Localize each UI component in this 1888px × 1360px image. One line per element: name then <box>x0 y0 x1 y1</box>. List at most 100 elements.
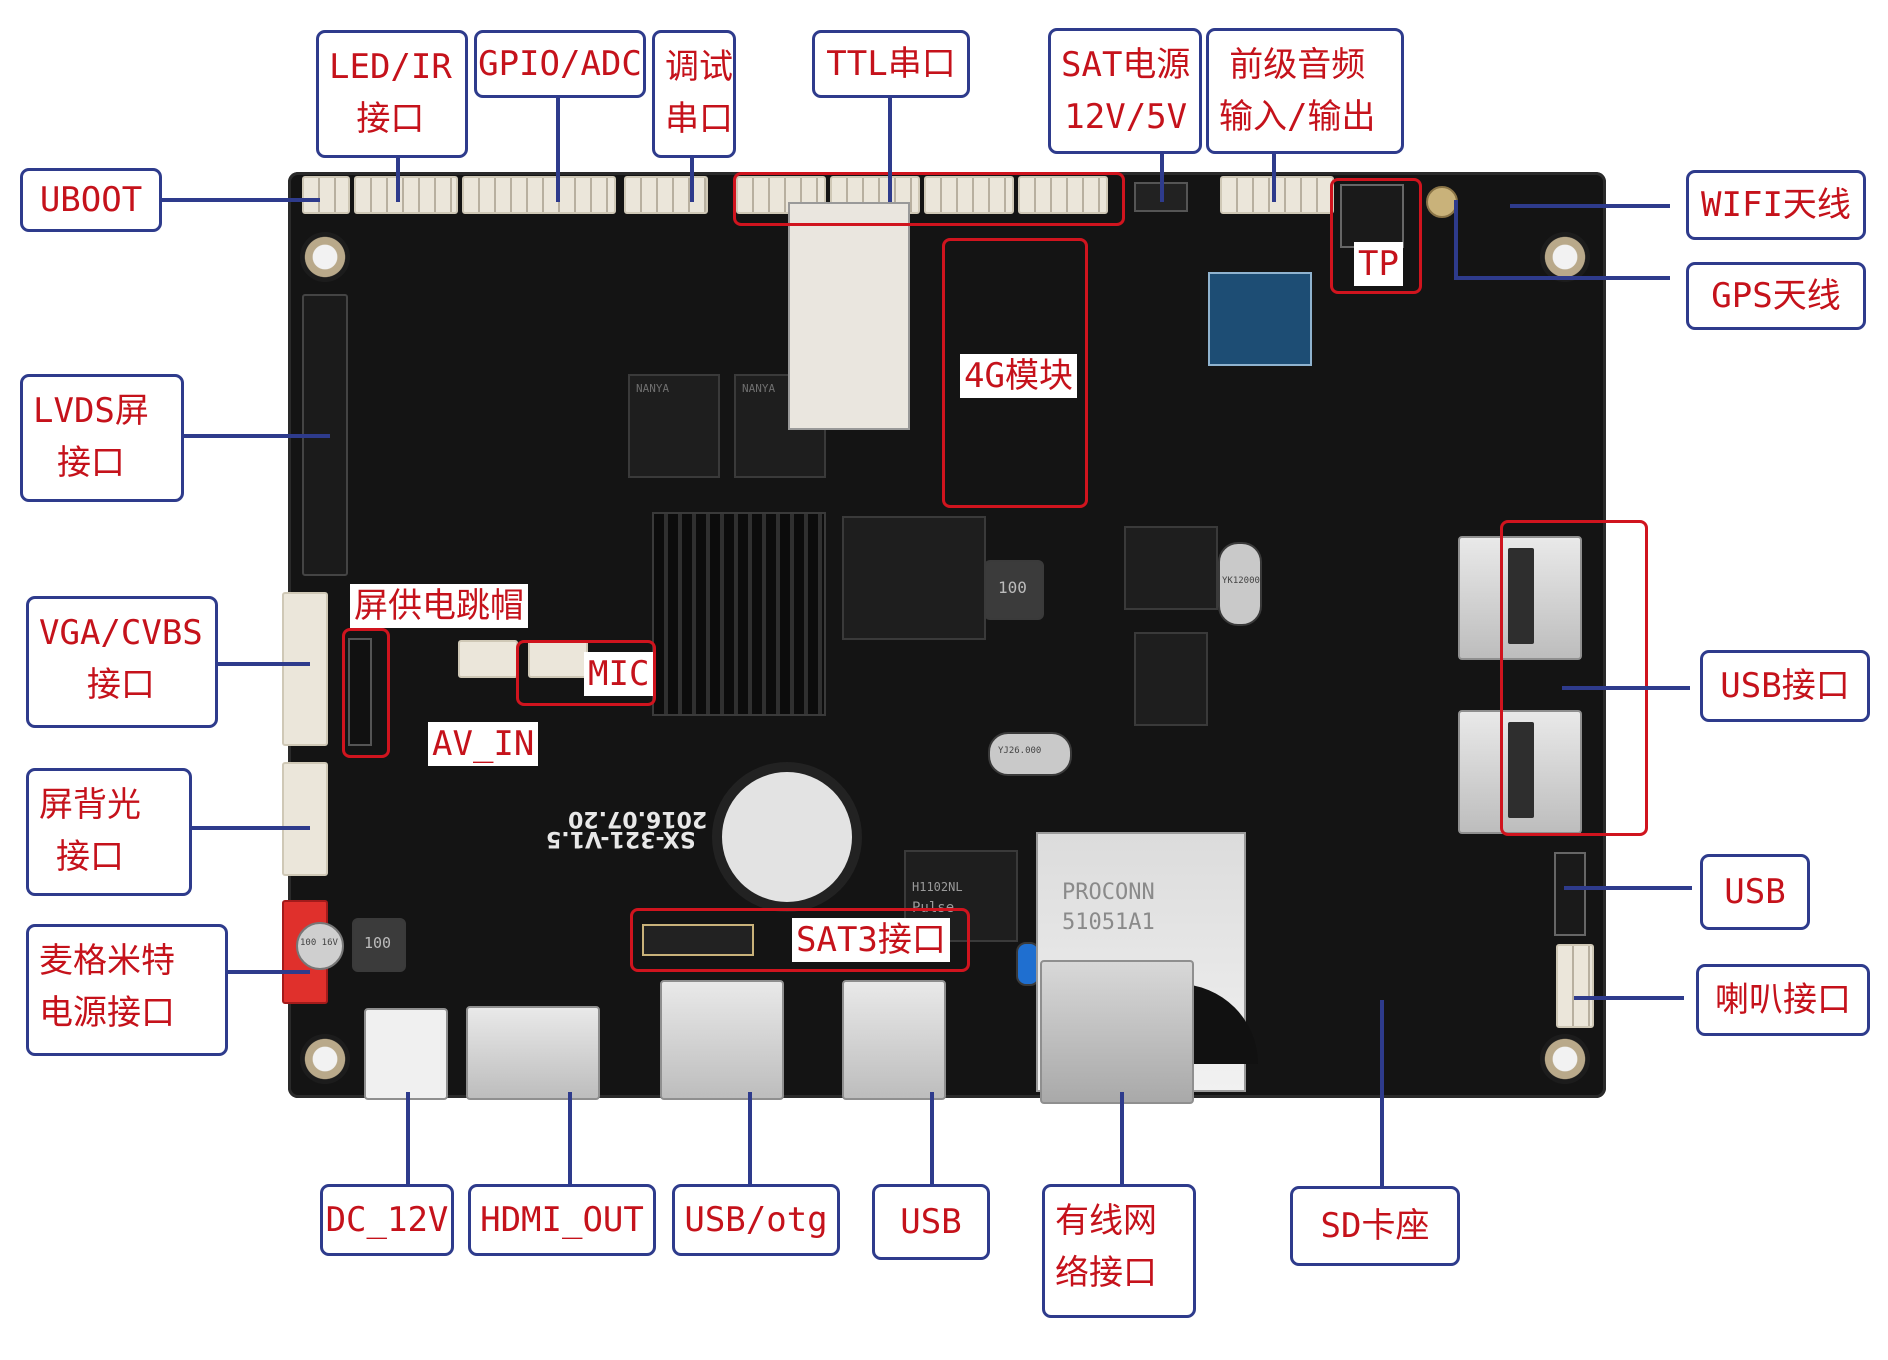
line-backlight <box>192 826 310 830</box>
line-gps-v <box>1454 200 1458 280</box>
vga-cvbs-header <box>282 592 328 746</box>
mounting-hole-bottom-right <box>1540 1034 1590 1084</box>
ram-chip-1: NANYA <box>628 374 720 478</box>
usb-port-right-top-slot <box>1508 548 1534 644</box>
4g-highlight <box>942 238 1088 508</box>
label-sd-slot: SD卡座 <box>1290 1186 1460 1266</box>
sat3-highlight <box>630 908 970 972</box>
line-vga <box>218 662 310 666</box>
label-sat-power: SAT电源 12V/5V <box>1048 28 1202 154</box>
line-sd <box>1380 1000 1384 1186</box>
hdmi-port[interactable] <box>466 1006 600 1100</box>
led-ir-header <box>354 176 458 214</box>
line-lvds <box>184 434 330 438</box>
uboot-header <box>302 176 350 214</box>
line-dc <box>406 1092 410 1184</box>
sat3-connector <box>642 924 754 956</box>
ethernet-phy-chip <box>1124 526 1218 610</box>
capacitor-label: 100 16V <box>300 938 338 948</box>
usb-hub-chip <box>1134 632 1208 726</box>
label-ethernet: 有线网 络接口 <box>1042 1184 1196 1318</box>
av-in-header <box>458 640 518 678</box>
inductor-top-label: 100 <box>998 578 1027 597</box>
label-wifi-antenna: WIFI天线 <box>1686 170 1866 240</box>
usb-right-highlight <box>1500 520 1648 836</box>
ram-chip-1-label: NANYA <box>636 382 670 395</box>
line-debug <box>690 158 694 202</box>
line-hdmi <box>568 1092 572 1184</box>
usb-port-right-top[interactable] <box>1458 536 1582 660</box>
pcb-date-text: 2016.07.20 <box>568 806 708 831</box>
label-led-ir: LED/IR 接口 <box>316 30 468 158</box>
crystal-2: YJ26.000 <box>988 732 1072 776</box>
crystal-1-label: YK12000 <box>1222 576 1260 586</box>
line-sat-power <box>1160 154 1164 202</box>
line-wifi <box>1510 204 1670 208</box>
label-ttl-serial: TTL串口 <box>812 30 970 98</box>
label-sat3: SAT3接口 <box>792 918 950 962</box>
mounting-hole-top-left <box>300 232 350 282</box>
sd-brand: PROCONN <box>1062 880 1155 905</box>
label-tp: TP <box>1354 242 1403 286</box>
usb-port-right-bottom[interactable] <box>1458 710 1582 834</box>
line-usb-right <box>1562 686 1690 690</box>
inductor-bottom: 100 <box>352 918 406 972</box>
label-usb-right: USB接口 <box>1700 650 1870 722</box>
line-usb-small <box>1564 886 1692 890</box>
dc-jack[interactable] <box>364 1008 448 1100</box>
audio-io-header <box>1220 176 1334 214</box>
label-gpio-adc: GPIO/ADC <box>474 30 646 98</box>
wifi-module <box>1208 272 1312 366</box>
line-usb-bottom <box>930 1092 934 1184</box>
line-ethernet <box>1120 1092 1124 1184</box>
debug-serial-header <box>624 176 708 214</box>
line-uboot <box>160 198 320 202</box>
line-gpio <box>556 98 560 202</box>
ttl-header-3 <box>924 176 1014 214</box>
line-mgmt <box>228 970 310 974</box>
jumper-highlight <box>342 628 390 758</box>
pcb-board: NANYA NANYA 100 100 100 16V YK12000 YJ26… <box>282 172 1606 1100</box>
mounting-hole-top-right <box>1540 232 1590 282</box>
4g-module-slot <box>788 202 910 430</box>
tp-highlight <box>1330 178 1422 294</box>
label-lvds: LVDS屏 接口 <box>20 374 184 502</box>
ttl-header-4 <box>1018 176 1108 214</box>
mic-highlight <box>516 640 656 706</box>
label-mgmt-power: 麦格米特 电源接口 <box>26 924 228 1056</box>
label-dc-12v: DC_12V <box>320 1184 454 1256</box>
ram-chip-2-label: NANYA <box>742 382 776 395</box>
tp-connector <box>1340 184 1404 248</box>
heatsink <box>652 512 826 716</box>
label-screen-jumper: 屏供电跳帽 <box>350 584 528 628</box>
lan-transformer-part: H1102NL <box>912 880 963 894</box>
label-av-in: AV_IN <box>428 722 539 766</box>
label-audio-io: 前级音频 输入/输出 <box>1206 28 1404 154</box>
label-usb-otg: USB/otg <box>672 1184 840 1256</box>
speaker-header <box>1556 944 1594 1028</box>
usb-4pin-header <box>1554 852 1586 936</box>
backlight-header <box>282 762 328 876</box>
emmc-chip <box>842 516 986 640</box>
label-backlight: 屏背光 接口 <box>26 768 192 896</box>
mounting-hole-bottom-left <box>300 1034 350 1084</box>
line-led-ir <box>396 158 400 202</box>
line-ttl <box>888 98 892 202</box>
label-vga-cvbs: VGA/CVBS 接口 <box>26 596 218 728</box>
label-4g-module: 4G模块 <box>960 354 1077 398</box>
label-gps-antenna: GPS天线 <box>1686 262 1866 330</box>
label-speaker: 喇叭接口 <box>1696 964 1870 1036</box>
screen-power-jumper <box>348 638 372 746</box>
coin-cell-battery <box>712 762 862 912</box>
label-debug-serial: 调试 串口 <box>652 30 736 158</box>
usb-otg-port[interactable] <box>660 980 784 1100</box>
line-speaker <box>1574 996 1684 1000</box>
label-usb-small: USB <box>1700 854 1810 930</box>
line-gps-h <box>1454 276 1670 280</box>
ttl-highlight <box>733 172 1125 226</box>
ethernet-jack[interactable] <box>1040 960 1194 1104</box>
inductor-top: 100 <box>984 560 1044 620</box>
crystal-2-label: YJ26.000 <box>998 746 1042 756</box>
usb-bottom-port[interactable] <box>842 980 946 1100</box>
label-uboot: UBOOT <box>20 168 162 232</box>
